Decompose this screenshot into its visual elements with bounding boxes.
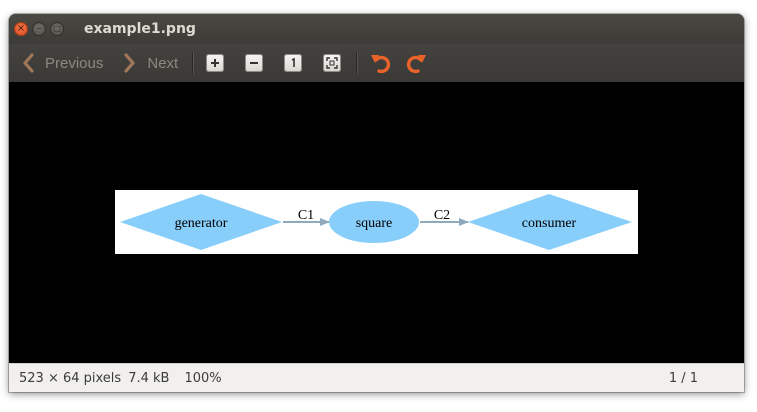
image-display-area[interactable]: generator square consumer C1 C2 [9,82,744,363]
rotate-right-icon [407,55,427,74]
maximize-icon: □ [53,24,61,33]
close-window-button[interactable]: × [14,22,28,36]
rotate-right-button[interactable] [406,51,428,75]
next-label: Next [147,54,179,72]
window-title: example1.png [84,21,196,37]
zoom-level: 100% [184,371,222,386]
toolbar-separator [356,52,358,74]
node-label-consumer: consumer [522,216,577,231]
previous-label: Previous [45,54,104,72]
chevron-right-icon [124,53,135,73]
previous-button[interactable]: Previous [21,48,103,78]
zoom-out-icon [250,62,259,64]
file-size: 7.4 kB [128,371,170,386]
toolbar: Previous Next [9,44,744,83]
next-button[interactable]: Next [123,48,178,78]
maximize-window-button[interactable]: □ [50,22,64,36]
node-consumer [468,194,632,250]
zoom-in-icon [211,59,220,67]
dataflow-graph: generator square consumer C1 C2 [120,194,632,250]
edge-label-c2: C2 [434,208,450,223]
best-fit-icon [326,57,338,69]
minimize-window-button[interactable]: – [32,22,46,36]
image-dimensions: 523 × 64 pixels [19,371,122,386]
rotate-left-icon [371,55,391,74]
node-label-square: square [356,216,393,231]
best-fit-button[interactable] [323,54,342,72]
displayed-image: generator square consumer C1 C2 [115,190,638,254]
image-info: 523 × 64 pixels 7.4 kB 100% [19,371,222,386]
normal-size-icon [291,57,296,67]
toolbar-separator [192,52,194,74]
minimize-icon: – [36,23,42,34]
window-controls: × – □ [14,22,68,36]
page-indicator: 1 / 1 [668,371,698,386]
edge-label-c1: C1 [298,208,314,223]
close-icon: × [16,23,26,34]
zoom-out-button[interactable] [245,54,264,72]
node-square [329,201,419,243]
image-viewer-window: × – □ example1.png Previous Next [9,14,744,392]
node-generator [120,194,282,250]
zoom-in-button[interactable] [206,54,225,72]
normal-size-button[interactable] [284,54,303,72]
node-label-generator: generator [175,216,228,231]
status-bar: 523 × 64 pixels 7.4 kB 100% 1 / 1 [9,363,744,392]
title-bar: × – □ example1.png [9,14,744,44]
rotate-left-button[interactable] [369,51,391,75]
chevron-left-icon [23,53,34,73]
